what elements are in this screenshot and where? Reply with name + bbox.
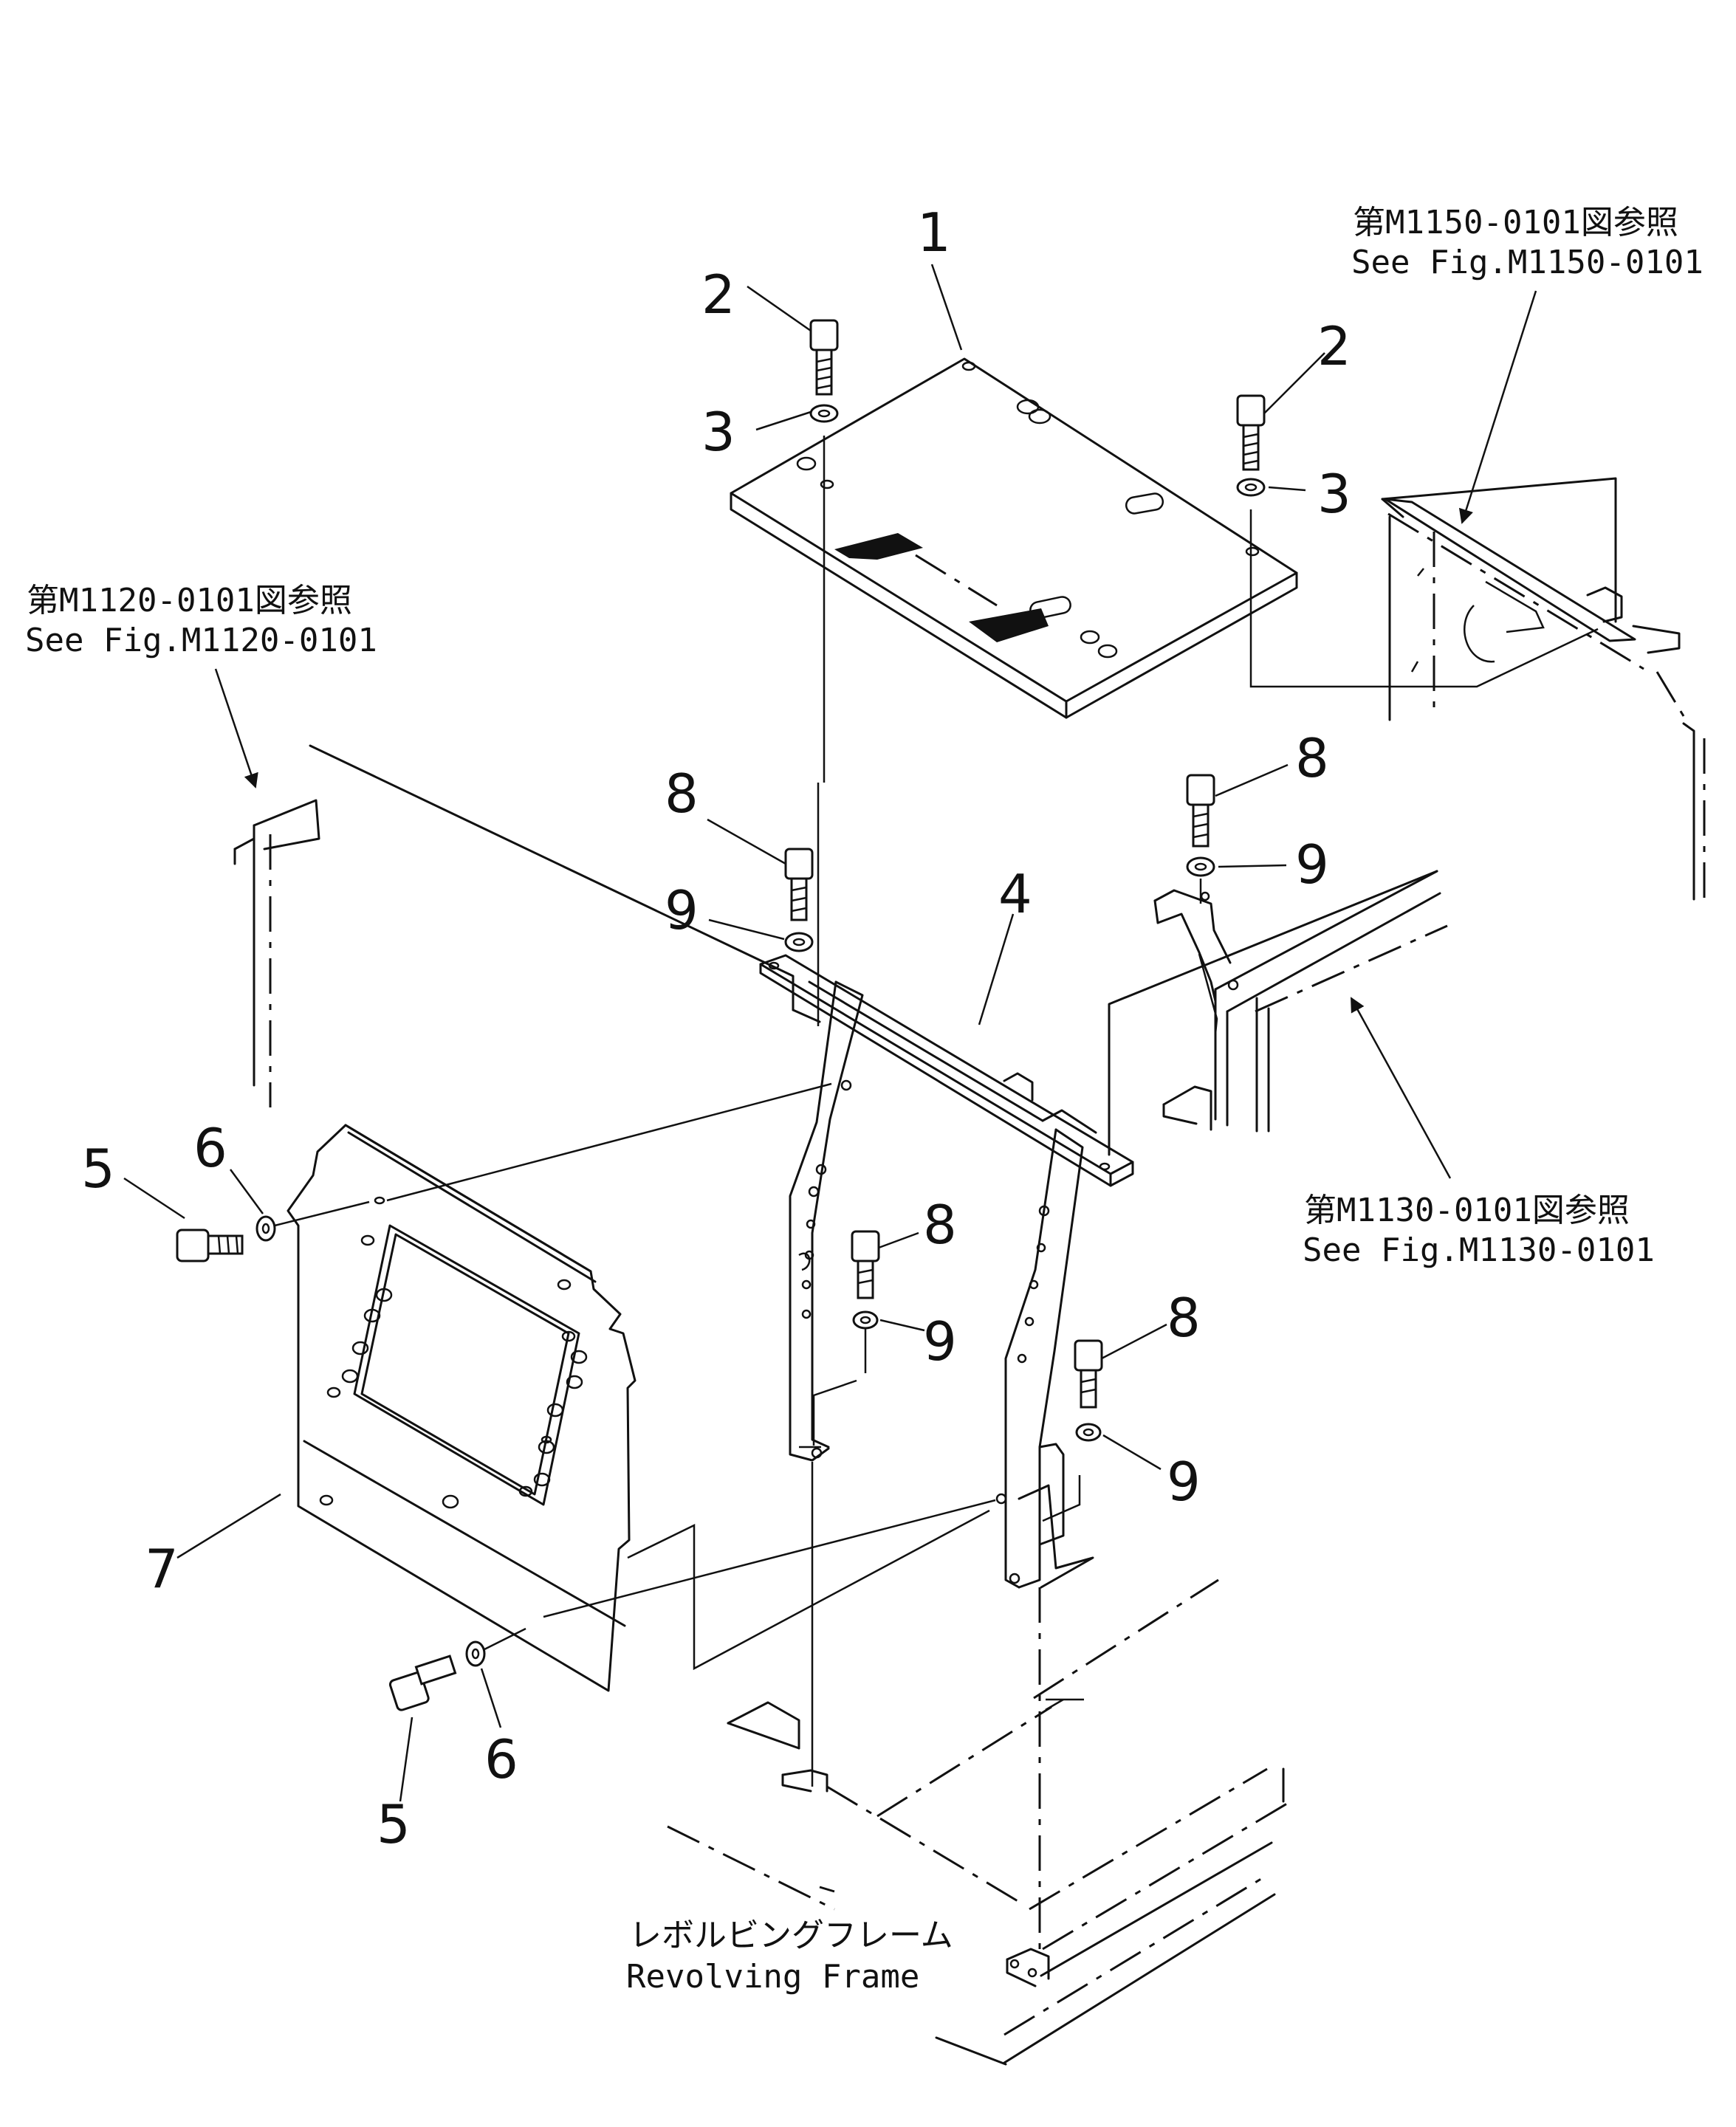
callout-5-upper: 5 [81, 1138, 115, 1200]
ref-m1130-jp: 第M1130-0101図参照 [1304, 1192, 1630, 1229]
callout-9-a: 9 [665, 879, 699, 941]
bracket-4 [759, 954, 1134, 1589]
callout-6-lower: 6 [484, 1728, 518, 1790]
bolt-8-d [1074, 1339, 1103, 1409]
callout-2-left: 2 [701, 264, 735, 326]
callout-3-right: 3 [1317, 463, 1351, 525]
bolt-8-b [1186, 774, 1215, 848]
bolt-2-left [809, 319, 839, 396]
ref-m1150-en: See Fig.M1150-0101 [1351, 244, 1704, 281]
ref-frame-en: Revolving Frame [626, 1958, 919, 1996]
bolt-5-upper [176, 1229, 244, 1262]
callout-8-a: 8 [665, 763, 699, 825]
washer-6-lower [465, 1640, 486, 1667]
revolving-frame [667, 1462, 1291, 2066]
callout-1: 1 [917, 202, 951, 264]
ref-m1120-en: See Fig.M1120-0101 [25, 622, 377, 659]
bolt-8-c [851, 1230, 880, 1299]
top-cover-plate [730, 357, 1298, 719]
callout-2-right: 2 [1317, 315, 1351, 377]
ref-m1120-jp: 第M1120-0101図参照 [27, 582, 352, 619]
ref-frame-jp: レボルビングフレーム [629, 1917, 953, 1954]
callout-9-c: 9 [923, 1310, 957, 1372]
ref-m1130-en: See Fig.M1130-0101 [1303, 1231, 1655, 1269]
callout-9-d: 9 [1167, 1451, 1201, 1513]
bolt-5-lower [388, 1654, 457, 1711]
upper-right-frame [1381, 477, 1706, 901]
callout-9-b: 9 [1295, 834, 1329, 896]
callout-3-left: 3 [701, 401, 735, 463]
bolt-2-right [1236, 394, 1266, 471]
bolt-8-a [784, 848, 814, 921]
right-side-frame [1108, 870, 1448, 1156]
callout-5-lower: 5 [377, 1793, 411, 1855]
callout-6-upper: 6 [193, 1117, 227, 1179]
washer-3-left [809, 404, 839, 423]
callout-8-b: 8 [1295, 727, 1329, 789]
washer-9-a [784, 932, 814, 952]
callout-7: 7 [145, 1538, 179, 1600]
washer-3-right [1236, 478, 1266, 497]
callout-4: 4 [998, 863, 1032, 925]
front-panel-7 [287, 1124, 637, 1692]
callout-8-d: 8 [1167, 1287, 1201, 1349]
washer-9-d [1075, 1423, 1102, 1442]
washer-9-b [1186, 856, 1215, 877]
ref-m1150-jp: 第M1150-0101図参照 [1353, 204, 1678, 241]
washer-9-c [852, 1310, 879, 1330]
callout-8-c: 8 [923, 1194, 957, 1256]
washer-6-upper [255, 1215, 276, 1242]
left-side-frame [233, 744, 821, 1107]
